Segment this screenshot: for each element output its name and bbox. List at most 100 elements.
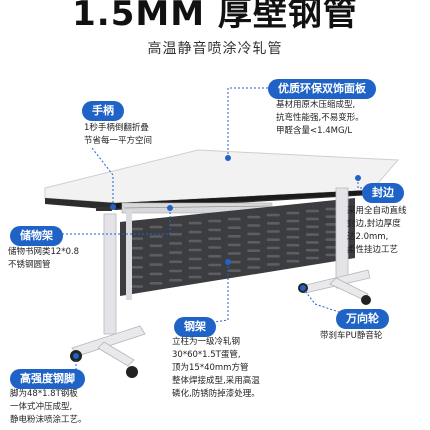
panel-slot	[130, 227, 143, 231]
panel-slot	[286, 219, 300, 223]
panel-slot	[325, 207, 339, 211]
panel-slot	[227, 252, 241, 255]
left-leg	[103, 213, 117, 335]
panel-slot	[266, 254, 280, 258]
panel-slot	[286, 235, 300, 239]
tag-handle: 手柄	[82, 101, 124, 121]
panel-slot	[149, 253, 163, 257]
panel-slot	[149, 272, 163, 276]
tag-storage: 储物架	[10, 226, 63, 246]
panel-slot	[208, 272, 222, 276]
panel-slot	[266, 238, 280, 241]
panel-slot	[149, 225, 163, 229]
panel-slot	[325, 223, 339, 226]
panel-slot	[188, 266, 202, 270]
panel-slot	[325, 215, 339, 218]
panel-slot	[208, 263, 222, 267]
panel-slot	[188, 239, 202, 243]
panel-slot	[305, 225, 319, 229]
panel-slot	[227, 226, 241, 229]
panel-slot	[130, 256, 143, 260]
panel-slot	[208, 246, 222, 249]
left-back-leg	[126, 210, 132, 300]
panel-slot	[149, 235, 163, 238]
panel-slot	[325, 238, 339, 241]
panel-slot	[286, 251, 300, 255]
panel-slot	[130, 275, 143, 279]
panel-slot	[227, 260, 241, 264]
panel-slot	[247, 215, 261, 219]
panel-slot	[188, 248, 202, 252]
panel-slot	[286, 227, 300, 231]
panel-slot	[188, 221, 202, 225]
panel-slot	[247, 224, 261, 227]
panel-slot	[130, 285, 143, 288]
hero-title: 1.5MM 厚壁钢管	[72, 0, 358, 34]
desc-panel: 基材用原木压缩成型, 抗弯性能强,不易变形。 甲醛含量<1.4MG/L	[276, 100, 364, 136]
panel-slot	[305, 241, 319, 244]
panel-slot	[169, 278, 183, 282]
panel-slot	[169, 242, 183, 245]
tag-caster: 万向轮	[336, 309, 389, 329]
panel-slot	[188, 230, 202, 234]
panel-slot	[208, 255, 222, 258]
panel-slot	[188, 257, 202, 261]
panel-slot	[247, 257, 261, 261]
panel-slot	[247, 266, 261, 269]
panel-slot	[149, 244, 163, 248]
tag-edge: 封边	[362, 183, 404, 203]
desc-storage: 储物书网类12*0.8 不锈钢圆管	[8, 247, 80, 270]
panel-slot	[247, 232, 261, 236]
desc-caster: 带刹车PU静音轮	[320, 331, 383, 341]
panel-slot	[286, 259, 300, 263]
panel-slot	[169, 269, 183, 273]
caster-wheel	[126, 366, 138, 378]
panel-slot	[149, 282, 163, 285]
panel-slot	[130, 237, 143, 240]
panel-slot	[208, 219, 222, 223]
handle-lever	[96, 207, 112, 211]
panel-slot	[227, 217, 241, 221]
panel-slot	[325, 246, 339, 249]
panel-slot	[305, 217, 319, 221]
panel-slot	[305, 248, 319, 252]
panel-slot	[169, 223, 183, 227]
panel-slot	[325, 230, 339, 234]
panel-slot	[130, 246, 143, 250]
desc-edge: 采用全自动直线 封边,封边厚度 达2.0mm, 柔性挂边工艺	[347, 206, 407, 255]
panel-slot	[266, 213, 280, 217]
panel-slot	[130, 266, 143, 269]
tag-panel: 优质环保双饰面板	[268, 79, 376, 99]
panel-slot	[305, 209, 319, 213]
panel-slot	[188, 275, 202, 279]
tag-feet: 高强度钢脚	[10, 369, 85, 389]
panel-slot	[266, 263, 280, 266]
panel-slot	[169, 233, 183, 236]
panel-slot	[227, 269, 241, 272]
panel-slot	[149, 263, 163, 266]
panel-slot	[247, 241, 261, 244]
panel-slot	[266, 246, 280, 250]
panel-slot	[247, 249, 261, 252]
desc-steel: 立柱为一级冷轧钢 30*60*1.5T蛋管, 顶为15*40mm方管 整体焊接成…	[172, 337, 260, 399]
hero-subtitle: 高温静音喷涂冷轧管	[147, 41, 283, 57]
panel-slot	[227, 235, 241, 238]
panel-slot	[169, 260, 183, 264]
panel-slot	[305, 233, 319, 236]
panel-slot	[325, 253, 339, 257]
panel-perforations	[130, 207, 339, 288]
desc-handle: 1秒手柄倒翻折叠 节省每一平方空间	[84, 123, 153, 146]
panel-slot	[266, 230, 280, 233]
panel-slot	[227, 243, 241, 247]
panel-slot	[208, 228, 222, 232]
panel-slot	[286, 243, 300, 247]
panel-slot	[305, 256, 319, 260]
desc-feet: 脚为48*1.8T钢板 一体式冲压成型, 静电粉沫喷涂工艺。	[10, 389, 87, 425]
panel-slot	[286, 211, 300, 215]
panel-slot	[208, 237, 222, 240]
caster-wheel	[361, 295, 371, 305]
tag-steel: 钢架	[174, 317, 216, 337]
panel-slot	[169, 251, 183, 254]
panel-slot	[266, 222, 280, 225]
